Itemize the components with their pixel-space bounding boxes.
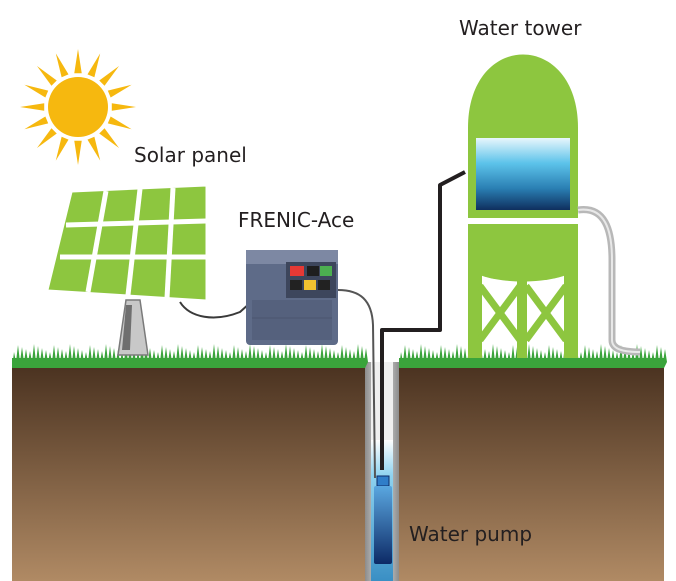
water-tower	[468, 54, 578, 358]
inverter-label: FRENIC-Ace	[238, 208, 355, 232]
inverter-unit	[246, 250, 338, 345]
sun-icon	[20, 49, 136, 165]
water-pump-label: Water pump	[409, 522, 533, 546]
grass-right	[399, 344, 667, 368]
water-pipe	[380, 170, 466, 470]
grass-left	[12, 344, 368, 368]
cable-inverter-pump	[337, 289, 376, 479]
soil	[12, 365, 664, 581]
cable-panel-inverter	[179, 301, 251, 319]
water-pump	[374, 475, 392, 564]
solar-panel-stand	[117, 299, 149, 356]
solar-panel-label: Solar panel	[134, 143, 247, 167]
solar-panel	[47, 185, 207, 301]
water-tower-label: Water tower	[459, 16, 582, 40]
